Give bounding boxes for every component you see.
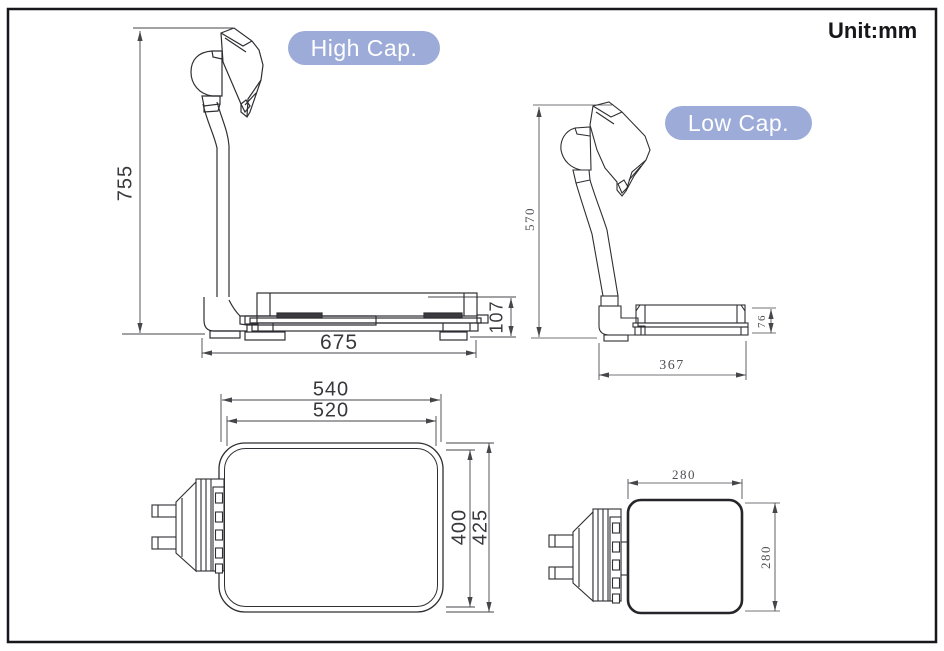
- page-border: [6, 7, 938, 644]
- dim-high-platform-height: 107: [486, 300, 507, 334]
- dim-low-top-depth: 280: [758, 545, 773, 569]
- high-cap-badge: High Cap.: [288, 31, 440, 65]
- dim-low-top-width: 280: [672, 467, 696, 482]
- low-cap-side-view: [531, 101, 776, 380]
- dim-low-platform-height: 76: [756, 314, 768, 328]
- dim-high-top-platter-depth: 400: [448, 508, 471, 546]
- high-cap-side-view: [122, 27, 516, 358]
- dim-high-overall-depth: 675: [319, 331, 359, 354]
- low-cap-badge: Low Cap.: [665, 106, 812, 140]
- dim-low-overall-height: 570: [522, 207, 537, 231]
- high-cap-top-view: [151, 394, 494, 613]
- dim-high-top-outer-width: 540: [312, 378, 350, 401]
- dim-high-overall-height: 755: [114, 164, 137, 202]
- dim-high-top-platter-width: 520: [312, 399, 350, 422]
- low-cap-top-view: [548, 479, 780, 615]
- dim-high-top-outer-depth: 425: [469, 508, 492, 546]
- dim-low-overall-depth: 367: [659, 358, 685, 373]
- unit-label: Unit:mm: [828, 18, 918, 43]
